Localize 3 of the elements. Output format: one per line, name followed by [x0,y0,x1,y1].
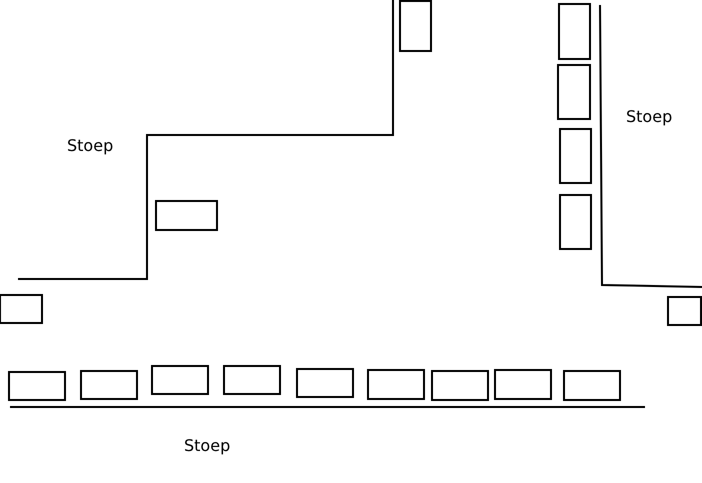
sidewalk-label: Stoep [626,107,672,126]
sidewalk-label: Stoep [67,136,114,155]
sidewalk-label: Stoep [184,436,230,455]
